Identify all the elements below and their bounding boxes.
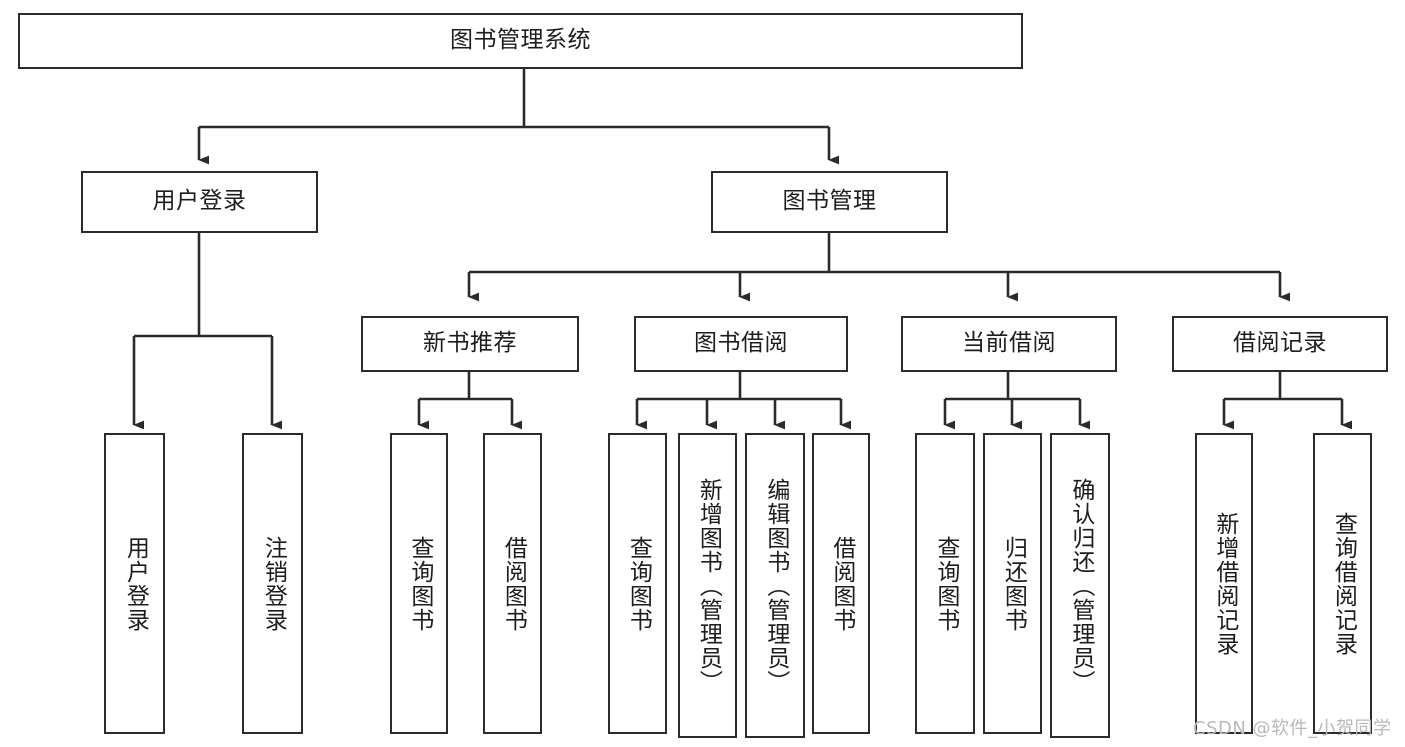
node-leaf-return-book-label: 归还图书 (1000, 535, 1027, 632)
node-leaf-query-book-3-label: 查询图书 (932, 535, 959, 632)
node-leaf-query-record-label: 查询借阅记录 (1330, 511, 1357, 656)
node-new-book-recommend[interactable]: 新书推荐 (361, 316, 579, 372)
node-leaf-borrow-book-1[interactable]: 借阅图书 (483, 433, 542, 734)
node-root-label: 图书管理系统 (450, 27, 591, 54)
node-leaf-query-book-2-label: 查询图书 (625, 535, 652, 632)
node-book-borrow-label: 图书借阅 (694, 330, 788, 357)
node-leaf-query-book-1-label: 查询图书 (406, 535, 433, 632)
node-leaf-query-book-2[interactable]: 查询图书 (608, 433, 667, 734)
node-leaf-add-record-label: 新增借阅记录 (1211, 511, 1238, 656)
node-book-manage-label: 图书管理 (782, 188, 877, 215)
node-new-book-recommend-label: 新书推荐 (423, 330, 517, 357)
node-borrow-record-label: 借阅记录 (1233, 330, 1327, 357)
node-leaf-edit-book[interactable]: 编辑图书（管理员） (745, 433, 805, 738)
node-book-borrow[interactable]: 图书借阅 (634, 316, 848, 372)
node-book-manage[interactable]: 图书管理 (711, 171, 948, 233)
node-leaf-query-book-1[interactable]: 查询图书 (390, 433, 448, 734)
node-root[interactable]: 图书管理系统 (18, 13, 1023, 69)
node-leaf-borrow-book-1-label: 借阅图书 (500, 535, 527, 632)
node-leaf-borrow-book-2-label: 借阅图书 (828, 535, 855, 632)
node-leaf-return-book[interactable]: 归还图书 (983, 433, 1042, 734)
node-leaf-add-book-label: 新增图书（管理员） (695, 477, 722, 694)
node-user-login[interactable]: 用户登录 (81, 171, 318, 233)
node-borrow-record[interactable]: 借阅记录 (1172, 316, 1388, 372)
node-leaf-confirm-return-label: 确认归还（管理员） (1067, 477, 1094, 694)
node-leaf-confirm-return[interactable]: 确认归还（管理员） (1050, 433, 1110, 738)
node-leaf-query-book-3[interactable]: 查询图书 (915, 433, 975, 734)
node-leaf-borrow-book-2[interactable]: 借阅图书 (812, 433, 870, 734)
node-leaf-user-login[interactable]: 用户登录 (104, 433, 165, 734)
node-leaf-query-record[interactable]: 查询借阅记录 (1313, 433, 1372, 734)
node-leaf-edit-book-label: 编辑图书（管理员） (762, 477, 789, 694)
node-leaf-add-book[interactable]: 新增图书（管理员） (678, 433, 737, 738)
node-user-login-label: 用户登录 (152, 188, 247, 215)
node-current-borrow[interactable]: 当前借阅 (901, 316, 1117, 372)
node-current-borrow-label: 当前借阅 (962, 330, 1056, 357)
node-leaf-logout-login[interactable]: 注销登录 (242, 433, 303, 734)
node-leaf-user-login-label: 用户登录 (122, 535, 149, 632)
node-leaf-add-record[interactable]: 新增借阅记录 (1195, 433, 1253, 734)
node-leaf-logout-login-label: 注销登录 (260, 535, 287, 632)
